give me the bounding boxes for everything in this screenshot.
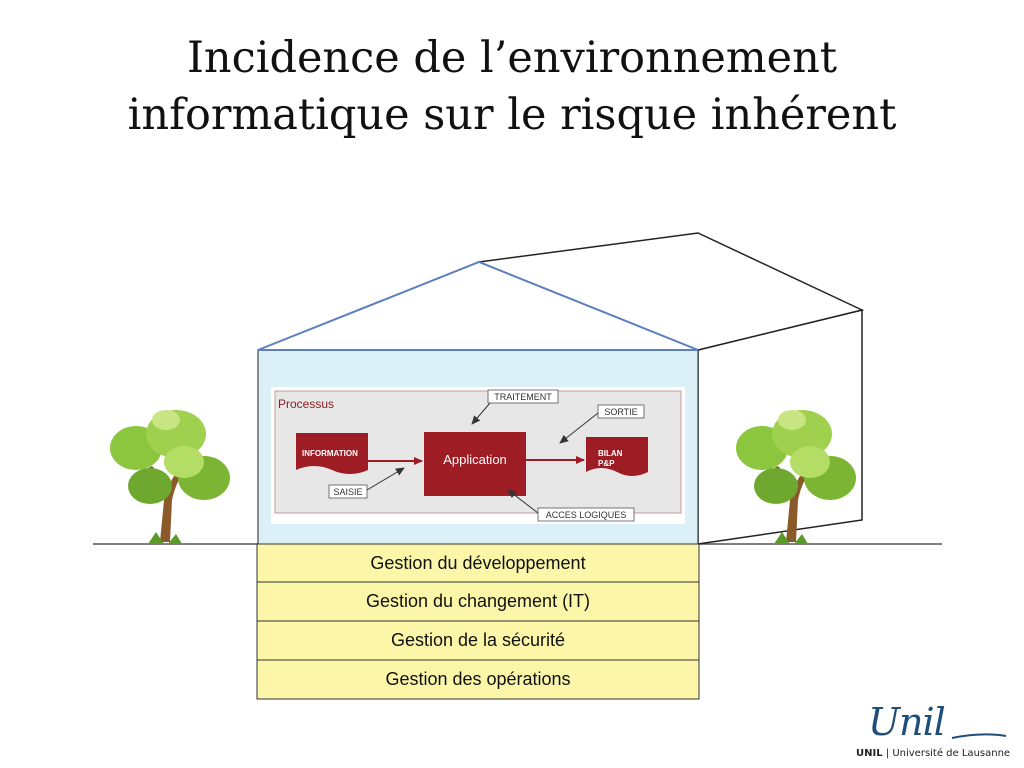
foundation-label-4: Gestion des opérations [385, 669, 570, 689]
foundation-layer-3 [256, 620, 700, 661]
sortie-label: SORTIE [604, 407, 637, 417]
sortie-callout [597, 404, 645, 419]
acces-logiques-label: ACCES LOGIQUES [546, 510, 627, 520]
unil-caption: UNIL | Université de Lausanne [856, 748, 1010, 759]
sortie-pointer [559, 412, 599, 444]
foundation-layer-4 [256, 659, 700, 700]
unil-university: Université de Lausanne [892, 748, 1011, 759]
foundation-layer-2 [256, 581, 700, 622]
title-line-1: Incidence de l’environnement [186, 33, 838, 83]
slide-title: Incidence de l’environnement informatiqu… [0, 30, 1024, 144]
title-line-2: informatique sur le risque inhérent [127, 90, 897, 140]
bilan-document [586, 437, 648, 476]
acces-logiques-pointer [507, 489, 539, 514]
saisie-callout [328, 484, 368, 499]
foundation-stack: Gestion du développement Gestion du chan… [256, 543, 700, 700]
information-label: INFORMATION [302, 449, 358, 458]
tree-left-icon [110, 410, 230, 544]
saisie-label: SAISIE [333, 487, 362, 497]
unil-brand: UNIL [856, 748, 883, 759]
traitement-pointer [471, 402, 491, 425]
foundation-layer-1 [256, 543, 700, 583]
unil-swoosh-icon [951, 733, 1007, 739]
tree-right-icon [736, 410, 856, 544]
unil-separator: | [882, 748, 893, 759]
information-document [296, 433, 368, 474]
foundation-label-1: Gestion du développement [370, 553, 585, 573]
unil-logo: Unil UNIL | Université de Lausanne [856, 700, 1024, 768]
traitement-callout [487, 389, 559, 404]
foundation-label-3: Gestion de la sécurité [391, 630, 565, 650]
unil-wordmark: Unil [868, 700, 946, 744]
application-box [424, 432, 526, 496]
acces-logiques-callout [537, 507, 635, 522]
bilan-label-line1: BILAN [598, 449, 623, 458]
foundation-label-2: Gestion du changement (IT) [366, 591, 590, 611]
application-label: Application [443, 452, 507, 467]
traitement-label: TRAITEMENT [494, 392, 552, 402]
bilan-label-line2: P&P [598, 459, 615, 468]
saisie-pointer [366, 467, 405, 491]
process-label: Processus [278, 397, 334, 411]
